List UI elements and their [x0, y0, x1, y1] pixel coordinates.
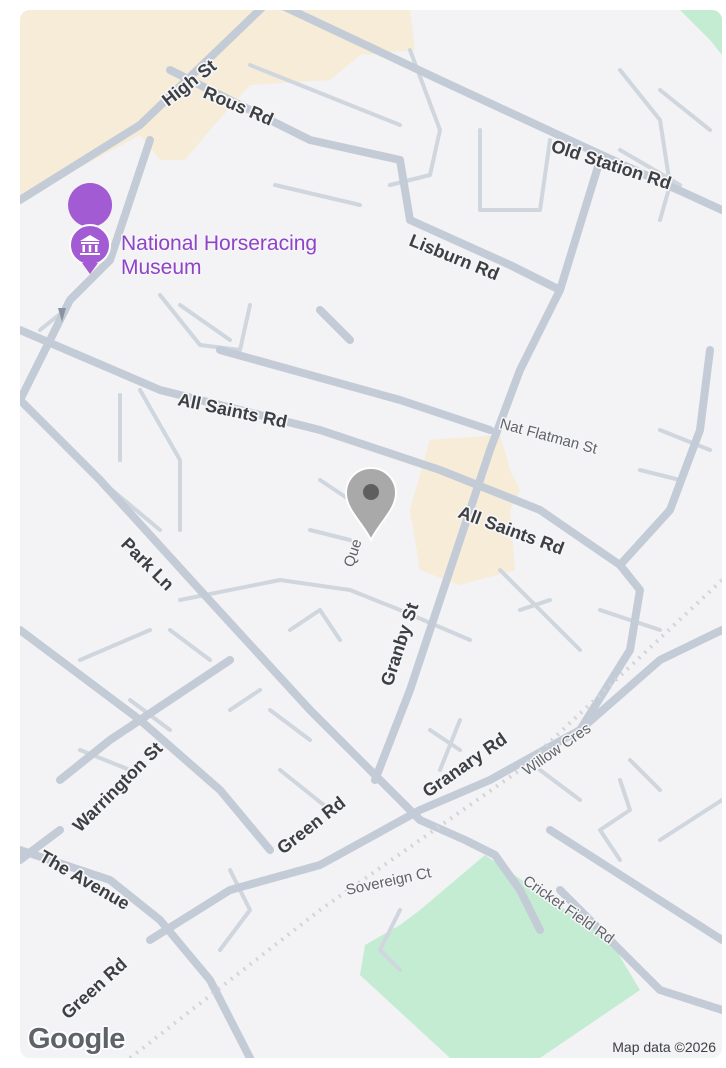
map-svg[interactable]: High St Rous Rd Old Station Rd Lisburn R… — [20, 10, 722, 1058]
map-canvas[interactable]: High St Rous Rd Old Station Rd Lisburn R… — [20, 10, 722, 1058]
poi-name-line1: National Horseracing — [121, 232, 317, 255]
museum-marker-tail — [82, 263, 98, 274]
minor-roads — [38, 48, 722, 972]
railway-line — [128, 578, 722, 1058]
poi-national-horseracing-museum[interactable]: National Horseracing Museum — [68, 183, 319, 281]
map-pin[interactable] — [344, 466, 398, 543]
town-centre-area — [20, 10, 415, 200]
green-area-ne — [680, 10, 722, 55]
cricket-field-park — [360, 855, 640, 1058]
one-way-arrow-icon — [58, 308, 66, 322]
museum-icon — [80, 235, 100, 255]
map-attribution[interactable]: Map data ©2026 — [612, 1039, 716, 1055]
map-pin-dot — [363, 484, 379, 500]
main-roads — [20, 10, 722, 1058]
map-pin-icon — [344, 466, 398, 543]
museum-marker-bubble — [68, 183, 113, 227]
google-logo: Google — [28, 1023, 125, 1055]
poi-name-line2: Museum — [121, 256, 202, 279]
